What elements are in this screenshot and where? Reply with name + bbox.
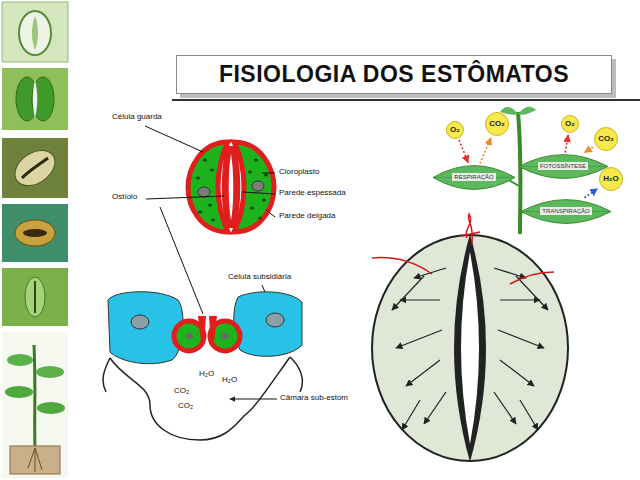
stoma-top-view (188, 142, 274, 232)
leaf-outline (433, 165, 515, 189)
nucleus (221, 333, 229, 339)
thumbnail (2, 268, 68, 326)
thumbnail-leaf (36, 366, 64, 378)
node-text: RESPIRAÇÃO (452, 173, 495, 182)
thumbnail (2, 68, 68, 130)
thumbnail-stem (34, 345, 35, 448)
part-label: Cloroplasto (279, 168, 319, 177)
thumbnail-stoma (19, 11, 51, 55)
gas-arrow (480, 138, 491, 164)
thumbnail (2, 2, 68, 62)
thumbnail-pore (33, 80, 38, 118)
thumbnail-stoma (8, 143, 61, 193)
plant-stem (518, 112, 521, 234)
thumbnail-stoma (25, 277, 45, 317)
node-text: CO₂ (489, 120, 505, 129)
gas-arrow (459, 140, 468, 163)
node-text: CO₂ (598, 135, 614, 144)
leaf-outline (521, 199, 611, 223)
node-text: H₂O (603, 175, 619, 184)
mesophyll-wall (103, 357, 302, 392)
thumbnail (2, 204, 68, 262)
node-text: O₂ (450, 126, 460, 135)
thumbnail-pore (23, 229, 47, 237)
part-label: Célula subsidiária (228, 273, 291, 282)
part-label: H₂O (222, 376, 237, 385)
leaf-label: FOTOSSÍNTESE (523, 154, 604, 179)
chloroplasts (196, 159, 268, 222)
thumbnail-pore (22, 158, 48, 178)
nucleus (266, 313, 284, 327)
thumbnail-pore (34, 281, 36, 313)
nucleus (198, 187, 210, 197)
substomatal-chamber (110, 357, 290, 440)
nucleus (252, 181, 264, 191)
node-text: O₂ (565, 120, 575, 129)
part-label: CO₂ (178, 402, 193, 411)
title-rule (172, 99, 640, 101)
thumbnail-roots (28, 448, 42, 472)
plant-bud (518, 107, 536, 115)
pore (461, 252, 479, 444)
leaf-label: RESPIRAÇÃO (437, 165, 511, 190)
thumbnail-leaf (7, 354, 33, 366)
subsidiary-cell (234, 292, 302, 356)
part-label: Ostíolo (112, 193, 137, 202)
part-label: H₂O (199, 370, 214, 379)
subsidiary-cell (108, 292, 183, 364)
gas-circle: CO₂ (485, 112, 509, 136)
gas-arrow (585, 147, 594, 152)
thick-wall (454, 234, 486, 462)
gas-circle: O₂ (446, 121, 464, 139)
thick-wall (198, 316, 206, 342)
ostiole (229, 154, 234, 220)
thumbnail-column (2, 2, 68, 478)
thumbnail-stoma (15, 220, 55, 246)
gas-circle: O₂ (561, 115, 579, 133)
pressure-arrows (392, 268, 548, 430)
stoma-cross-section (103, 292, 302, 440)
thumbnail (2, 332, 68, 478)
title-box: FISIOLOGIA DOS ESTÔMATOS (176, 55, 612, 94)
red-marks (372, 214, 554, 284)
gas-arrow (584, 189, 597, 198)
nucleus (185, 333, 193, 339)
title-text: FISIOLOGIA DOS ESTÔMATOS (185, 61, 603, 88)
part-label: Célula guarda (112, 113, 162, 122)
part-label: Câmara sub-estom (280, 394, 348, 403)
thick-wall (222, 146, 241, 228)
node-text: TRANSPIRAÇÃO (540, 207, 591, 216)
guard-cells (372, 235, 568, 461)
gas-circle: H₂O (599, 167, 623, 191)
thumbnail-guard-cell (16, 77, 38, 121)
gas-arrow (565, 135, 568, 153)
nucleus (131, 315, 149, 329)
thumbnail (2, 138, 68, 198)
node-text: FOTOSSÍNTESE (538, 162, 588, 171)
thumbnail-guard-cell (32, 77, 54, 121)
thumbnail-pore (32, 16, 38, 50)
part-label: Parede delgada (279, 212, 336, 221)
thick-wall (209, 316, 217, 342)
stoma-mechanism (372, 214, 568, 462)
gas-circle: CO₂ (594, 127, 618, 151)
thumbnail-soil (10, 446, 60, 474)
part-label: Parede espessada (279, 189, 346, 198)
part-label: CO₂ (174, 387, 189, 396)
leaf-label: TRANSPIRAÇÃO (525, 199, 607, 224)
thumbnail-leaf (37, 402, 65, 414)
thumbnail-leaf (5, 386, 33, 398)
leaf-outline (519, 154, 608, 178)
